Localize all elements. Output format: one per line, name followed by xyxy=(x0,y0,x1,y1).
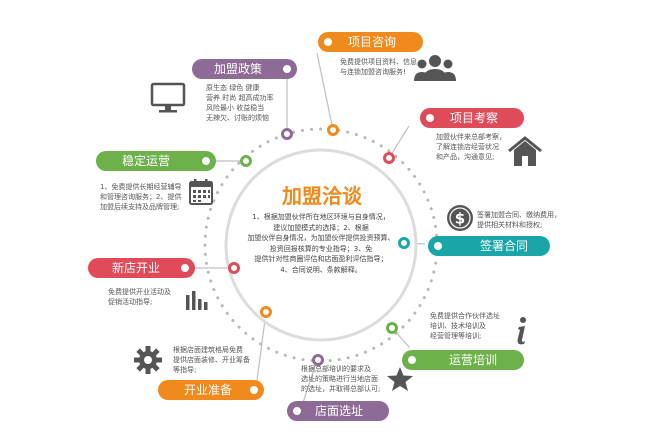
step-site[interactable]: 店面选址 xyxy=(287,401,389,421)
monitor-icon xyxy=(150,82,186,113)
ring-node-inspect xyxy=(383,152,395,164)
step-consult-desc: 免费提供项目资料、信息 与连锁加盟咨询服务! xyxy=(340,58,417,76)
step-site-label: 店面选址 xyxy=(315,404,364,418)
step-operate-desc: 1、免费提供长期经营辅导 和管理咨询服务；2、提供 加盟后续支持及品牌管理; xyxy=(100,183,182,211)
step-inspect-marker xyxy=(423,111,437,125)
bar-chart-icon xyxy=(186,291,208,310)
step-open-label: 新店开业 xyxy=(112,261,161,275)
step-inspect-desc: 加盟伙伴来总部考察， 了解连锁店经营状况 和产品，沟通意见; xyxy=(436,133,506,161)
step-policy[interactable]: 加盟政策 xyxy=(192,59,297,79)
step-operate-marker xyxy=(199,154,213,168)
step-train-marker xyxy=(405,353,419,367)
step-open-desc: 免费提供开业活动及 促销活动指导; xyxy=(108,288,171,306)
step-policy-marker xyxy=(280,62,294,76)
calendar-icon xyxy=(189,179,213,205)
step-operate[interactable]: 稳定运营 xyxy=(96,151,216,171)
step-sign-label: 签署合同 xyxy=(480,239,529,253)
ring-node-site xyxy=(312,354,324,366)
step-open[interactable]: 新店开业 xyxy=(88,258,195,278)
house-icon xyxy=(508,136,542,166)
step-policy-desc: 原生态 绿色 健康 营养 时尚 超高成功率 风险最小 收益稳当 无辣欠、讨账的烦… xyxy=(206,84,274,122)
ring-node-consult xyxy=(327,124,339,136)
step-open-marker xyxy=(178,261,192,275)
ring-node-operate xyxy=(240,155,252,167)
step-operate-label: 稳定运营 xyxy=(122,154,171,168)
step-sign[interactable]: 签署合同 xyxy=(428,236,550,256)
step-consult-label: 项目咨询 xyxy=(348,35,397,49)
step-site-marker xyxy=(290,404,304,418)
step-sign-marker xyxy=(431,239,445,253)
gear-icon xyxy=(134,346,162,374)
ring-node-prepare xyxy=(260,306,272,318)
ring-node-open xyxy=(228,262,240,274)
step-policy-label: 加盟政策 xyxy=(214,62,263,76)
step-prepare-label: 开业准备 xyxy=(184,383,233,397)
step-inspect-label: 项目考察 xyxy=(450,111,499,125)
step-train-desc: 免费提供合作伙伴选址 培训、技术培训及 经营管理等培训; xyxy=(430,312,500,340)
step-consult-marker xyxy=(321,35,335,49)
step-prepare-marker xyxy=(247,383,261,397)
ring-node-train xyxy=(386,322,398,334)
step-site-desc: 根据总部培训的要求及 选址的策略进行当地店面 的选址，并取得总部认可; xyxy=(301,365,381,393)
info-icon xyxy=(517,317,526,345)
step-train-label: 运营培训 xyxy=(449,353,498,367)
star-icon xyxy=(387,367,413,391)
center-circle xyxy=(224,148,418,342)
center-text: 1、根据加盟伙伴所在地区环境与自身情况， 建议加盟模式的选择；2、根据 加盟伙伴… xyxy=(247,213,395,274)
step-sign-desc: 签署加盟合同、缴纳费用， 提供相关材料和授权; xyxy=(477,211,561,229)
ring-node-policy xyxy=(281,128,293,140)
center-title: 加盟洽谈 xyxy=(282,184,362,208)
svg-text:$: $ xyxy=(455,210,465,228)
ring-node-sign xyxy=(398,237,410,249)
step-prepare[interactable]: 开业准备 xyxy=(158,380,264,400)
step-train[interactable]: 运营培训 xyxy=(402,350,524,370)
step-prepare-desc: 根据店面建筑格局免费 提供店面装修、开业筹备 等指导; xyxy=(173,346,250,374)
step-inspect[interactable]: 项目考察 xyxy=(420,108,524,128)
people-icon xyxy=(414,55,456,81)
step-consult[interactable]: 项目咨询 xyxy=(318,32,423,52)
dollar-icon: $ xyxy=(447,205,473,231)
